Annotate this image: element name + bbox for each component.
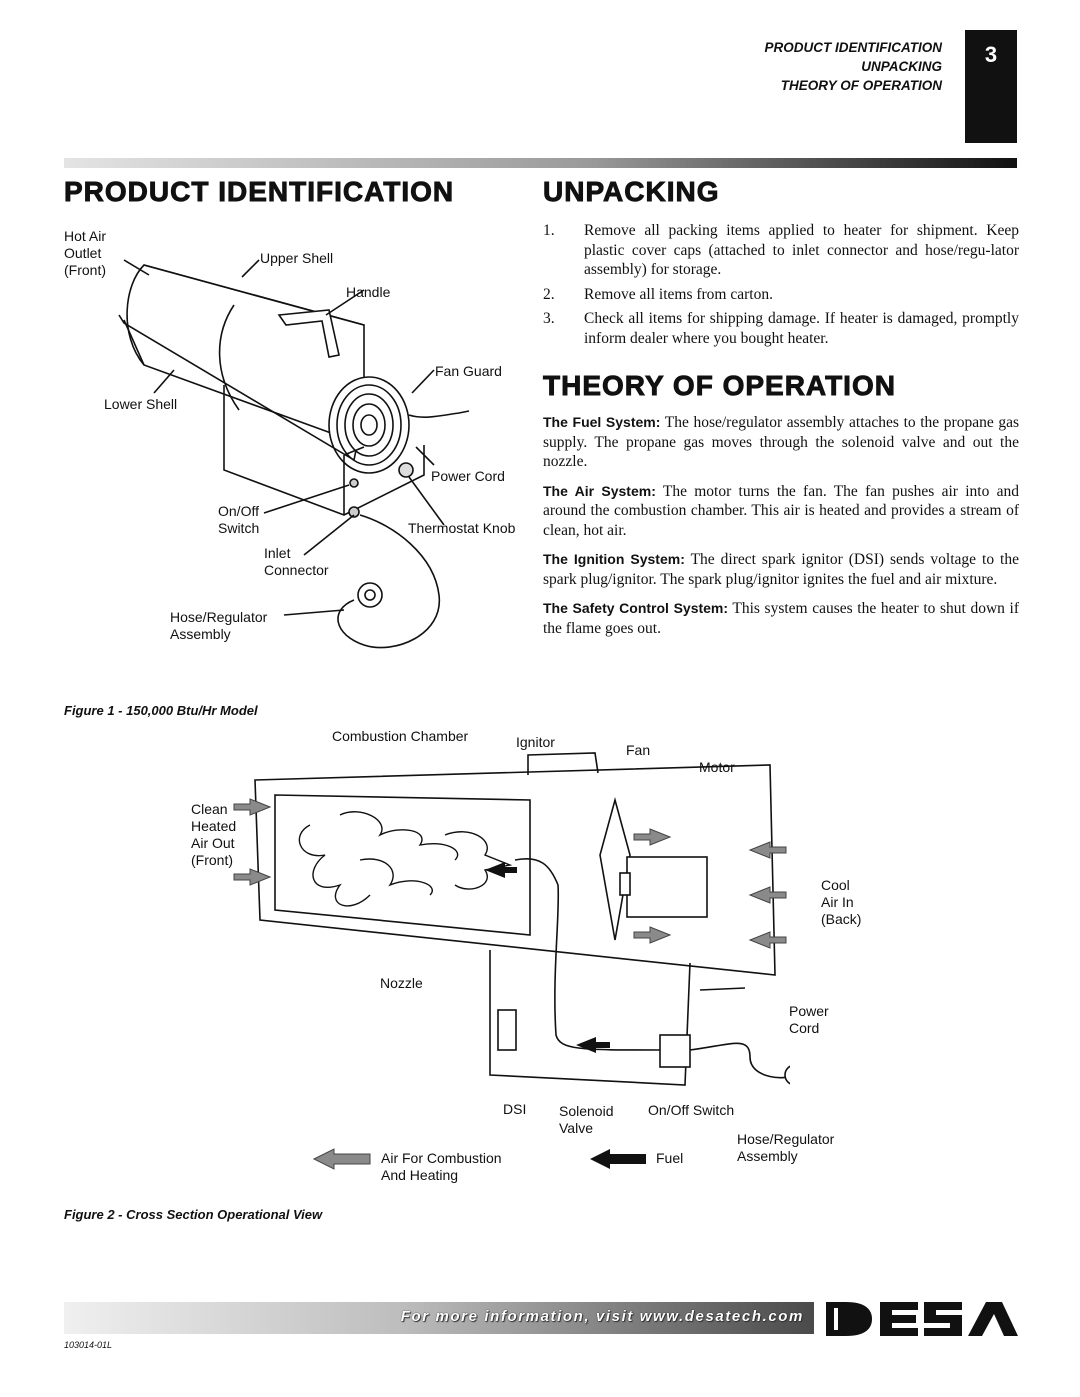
unpacking-steps: 1. Remove all packing items applied to he… bbox=[543, 221, 1019, 353]
desa-logo bbox=[826, 1302, 1018, 1336]
label-line: And Heating bbox=[381, 1167, 459, 1183]
theory-title: The Safety Control System: bbox=[543, 600, 729, 616]
label-cool-air-in: Cool Air In (Back) bbox=[821, 877, 861, 928]
header-rule bbox=[64, 158, 1017, 168]
label-line: Assembly bbox=[170, 626, 231, 642]
theory-paragraph: The Air System: The motor turns the fan.… bbox=[543, 482, 1019, 541]
theory-text: The direct spark ignitor (DSI) sends vol… bbox=[543, 551, 1019, 588]
header-line: PRODUCT IDENTIFICATION bbox=[764, 40, 943, 55]
theory-paragraph: The Fuel System: The hose/regulator asse… bbox=[543, 413, 1019, 472]
label-line: Connector bbox=[264, 562, 329, 578]
label-line: Assembly bbox=[737, 1148, 798, 1164]
label-thermostat-knob: Thermostat Knob bbox=[408, 520, 516, 536]
label-line: On/Off bbox=[218, 503, 259, 519]
header-line: UNPACKING bbox=[861, 59, 942, 74]
label-solenoid-valve: Solenoid Valve bbox=[559, 1103, 614, 1137]
label-fan: Fan bbox=[626, 742, 651, 758]
fuel-arrow-icon bbox=[590, 1149, 646, 1169]
figure-1-caption: Figure 1 - 150,000 Btu/Hr Model bbox=[64, 703, 258, 718]
theory-text: The hose/regulator assembly attaches to … bbox=[543, 414, 1019, 470]
label-line: (Back) bbox=[821, 911, 862, 927]
footer-link[interactable]: For more information, visit www.desatech… bbox=[400, 1308, 804, 1325]
label-power-cord-2: Power Cord bbox=[789, 1003, 829, 1037]
label-line: (Front) bbox=[191, 852, 233, 868]
figure-2-caption: Figure 2 - Cross Section Operational Vie… bbox=[64, 1207, 323, 1222]
label-clean-heated-air: Clean Heated Air Out (Front) bbox=[191, 801, 236, 869]
label-line: Cord bbox=[789, 1020, 820, 1036]
page-number: 3 bbox=[965, 30, 1017, 143]
section-title-theory: THEORY OF OPERATION bbox=[543, 370, 896, 402]
list-item: 3. Check all items for shipping damage. I… bbox=[543, 309, 1019, 348]
label-line: Outlet bbox=[64, 245, 102, 261]
figure-2-cross-section bbox=[233, 752, 790, 1086]
label-on-off-switch-2: On/Off Switch bbox=[648, 1102, 735, 1118]
label-line: Heated bbox=[191, 818, 237, 834]
step-text: Check all items for shipping damage. If … bbox=[584, 310, 1019, 347]
label-handle: Handle bbox=[346, 284, 391, 300]
label-on-off-switch: On/Off Switch bbox=[218, 503, 259, 537]
label-inlet-connector: Inlet Connector bbox=[264, 545, 329, 579]
label-dsi: DSI bbox=[503, 1101, 527, 1117]
air-arrow-icon bbox=[312, 1148, 371, 1170]
label-line: Hot Air bbox=[64, 228, 107, 244]
label-line: (Front) bbox=[64, 262, 106, 278]
footer-bar bbox=[64, 1302, 814, 1334]
step-text: Remove all items from carton. bbox=[584, 285, 773, 303]
label-fan-guard: Fan Guard bbox=[435, 363, 502, 379]
theory-title: The Ignition System: bbox=[543, 551, 685, 567]
step-number: 3. bbox=[543, 310, 555, 327]
theory-text: This system causes the heater to shut do… bbox=[543, 600, 1019, 637]
label-line: Hose/Regulator bbox=[170, 609, 268, 625]
header-line: THEORY OF OPERATION bbox=[780, 78, 942, 93]
theory-paragraph: The Ignition System: The direct spark ig… bbox=[543, 550, 1019, 589]
label-line: Cool bbox=[821, 877, 850, 893]
label-upper-shell: Upper Shell bbox=[260, 250, 334, 266]
list-item: 1. Remove all packing items applied to he… bbox=[543, 221, 1019, 280]
theory-title: The Fuel System: bbox=[543, 414, 661, 430]
section-title-unpacking: UNPACKING bbox=[543, 176, 720, 208]
label-hose-regulator: Hose/Regulator Assembly bbox=[170, 609, 267, 643]
label-line: Clean bbox=[191, 801, 228, 817]
list-item: 2. Remove all items from carton. bbox=[543, 285, 1019, 305]
label-combustion-chamber: Combustion Chamber bbox=[332, 728, 469, 744]
label-line: Air In bbox=[821, 894, 854, 910]
label-motor: Motor bbox=[699, 759, 735, 775]
label-line: Solenoid bbox=[559, 1103, 614, 1119]
label-ignitor: Ignitor bbox=[516, 734, 555, 750]
theory-title: The Air System: bbox=[543, 482, 656, 499]
figure-1-heater-drawing bbox=[118, 259, 470, 649]
legend-fuel: Fuel bbox=[656, 1150, 684, 1166]
legend-air: Air For Combustion And Heating bbox=[381, 1150, 502, 1184]
label-hot-air-outlet: Hot Air Outlet (Front) bbox=[64, 228, 106, 279]
document-number: 103014-01L bbox=[64, 1340, 113, 1350]
section-title-product-identification: PRODUCT IDENTIFICATION bbox=[64, 176, 455, 208]
label-line: Valve bbox=[559, 1120, 593, 1136]
label-hose-regulator-2: Hose/Regulator Assembly bbox=[737, 1131, 834, 1165]
label-line: Switch bbox=[218, 520, 260, 536]
label-line: Inlet bbox=[264, 545, 291, 561]
label-nozzle: Nozzle bbox=[380, 975, 423, 991]
label-line: Air Out bbox=[191, 835, 235, 851]
theory-paragraph: The Safety Control System: This system c… bbox=[543, 599, 1019, 638]
label-line: Air For Combustion bbox=[381, 1150, 502, 1166]
step-number: 1. bbox=[543, 222, 555, 239]
theory-text: The motor turns the fan. The fan pushes … bbox=[543, 482, 1019, 539]
running-header: PRODUCT IDENTIFICATION UNPACKING THEORY … bbox=[765, 38, 943, 95]
step-number: 2. bbox=[543, 285, 555, 303]
label-power-cord: Power Cord bbox=[431, 468, 505, 484]
label-lower-shell: Lower Shell bbox=[104, 396, 178, 412]
theory-body: The Fuel System: The hose/regulator asse… bbox=[543, 413, 1019, 638]
step-text: Remove all packing items applied to heat… bbox=[584, 222, 1019, 278]
label-line: Hose/Regulator bbox=[737, 1131, 835, 1147]
label-line: Power bbox=[789, 1003, 829, 1019]
